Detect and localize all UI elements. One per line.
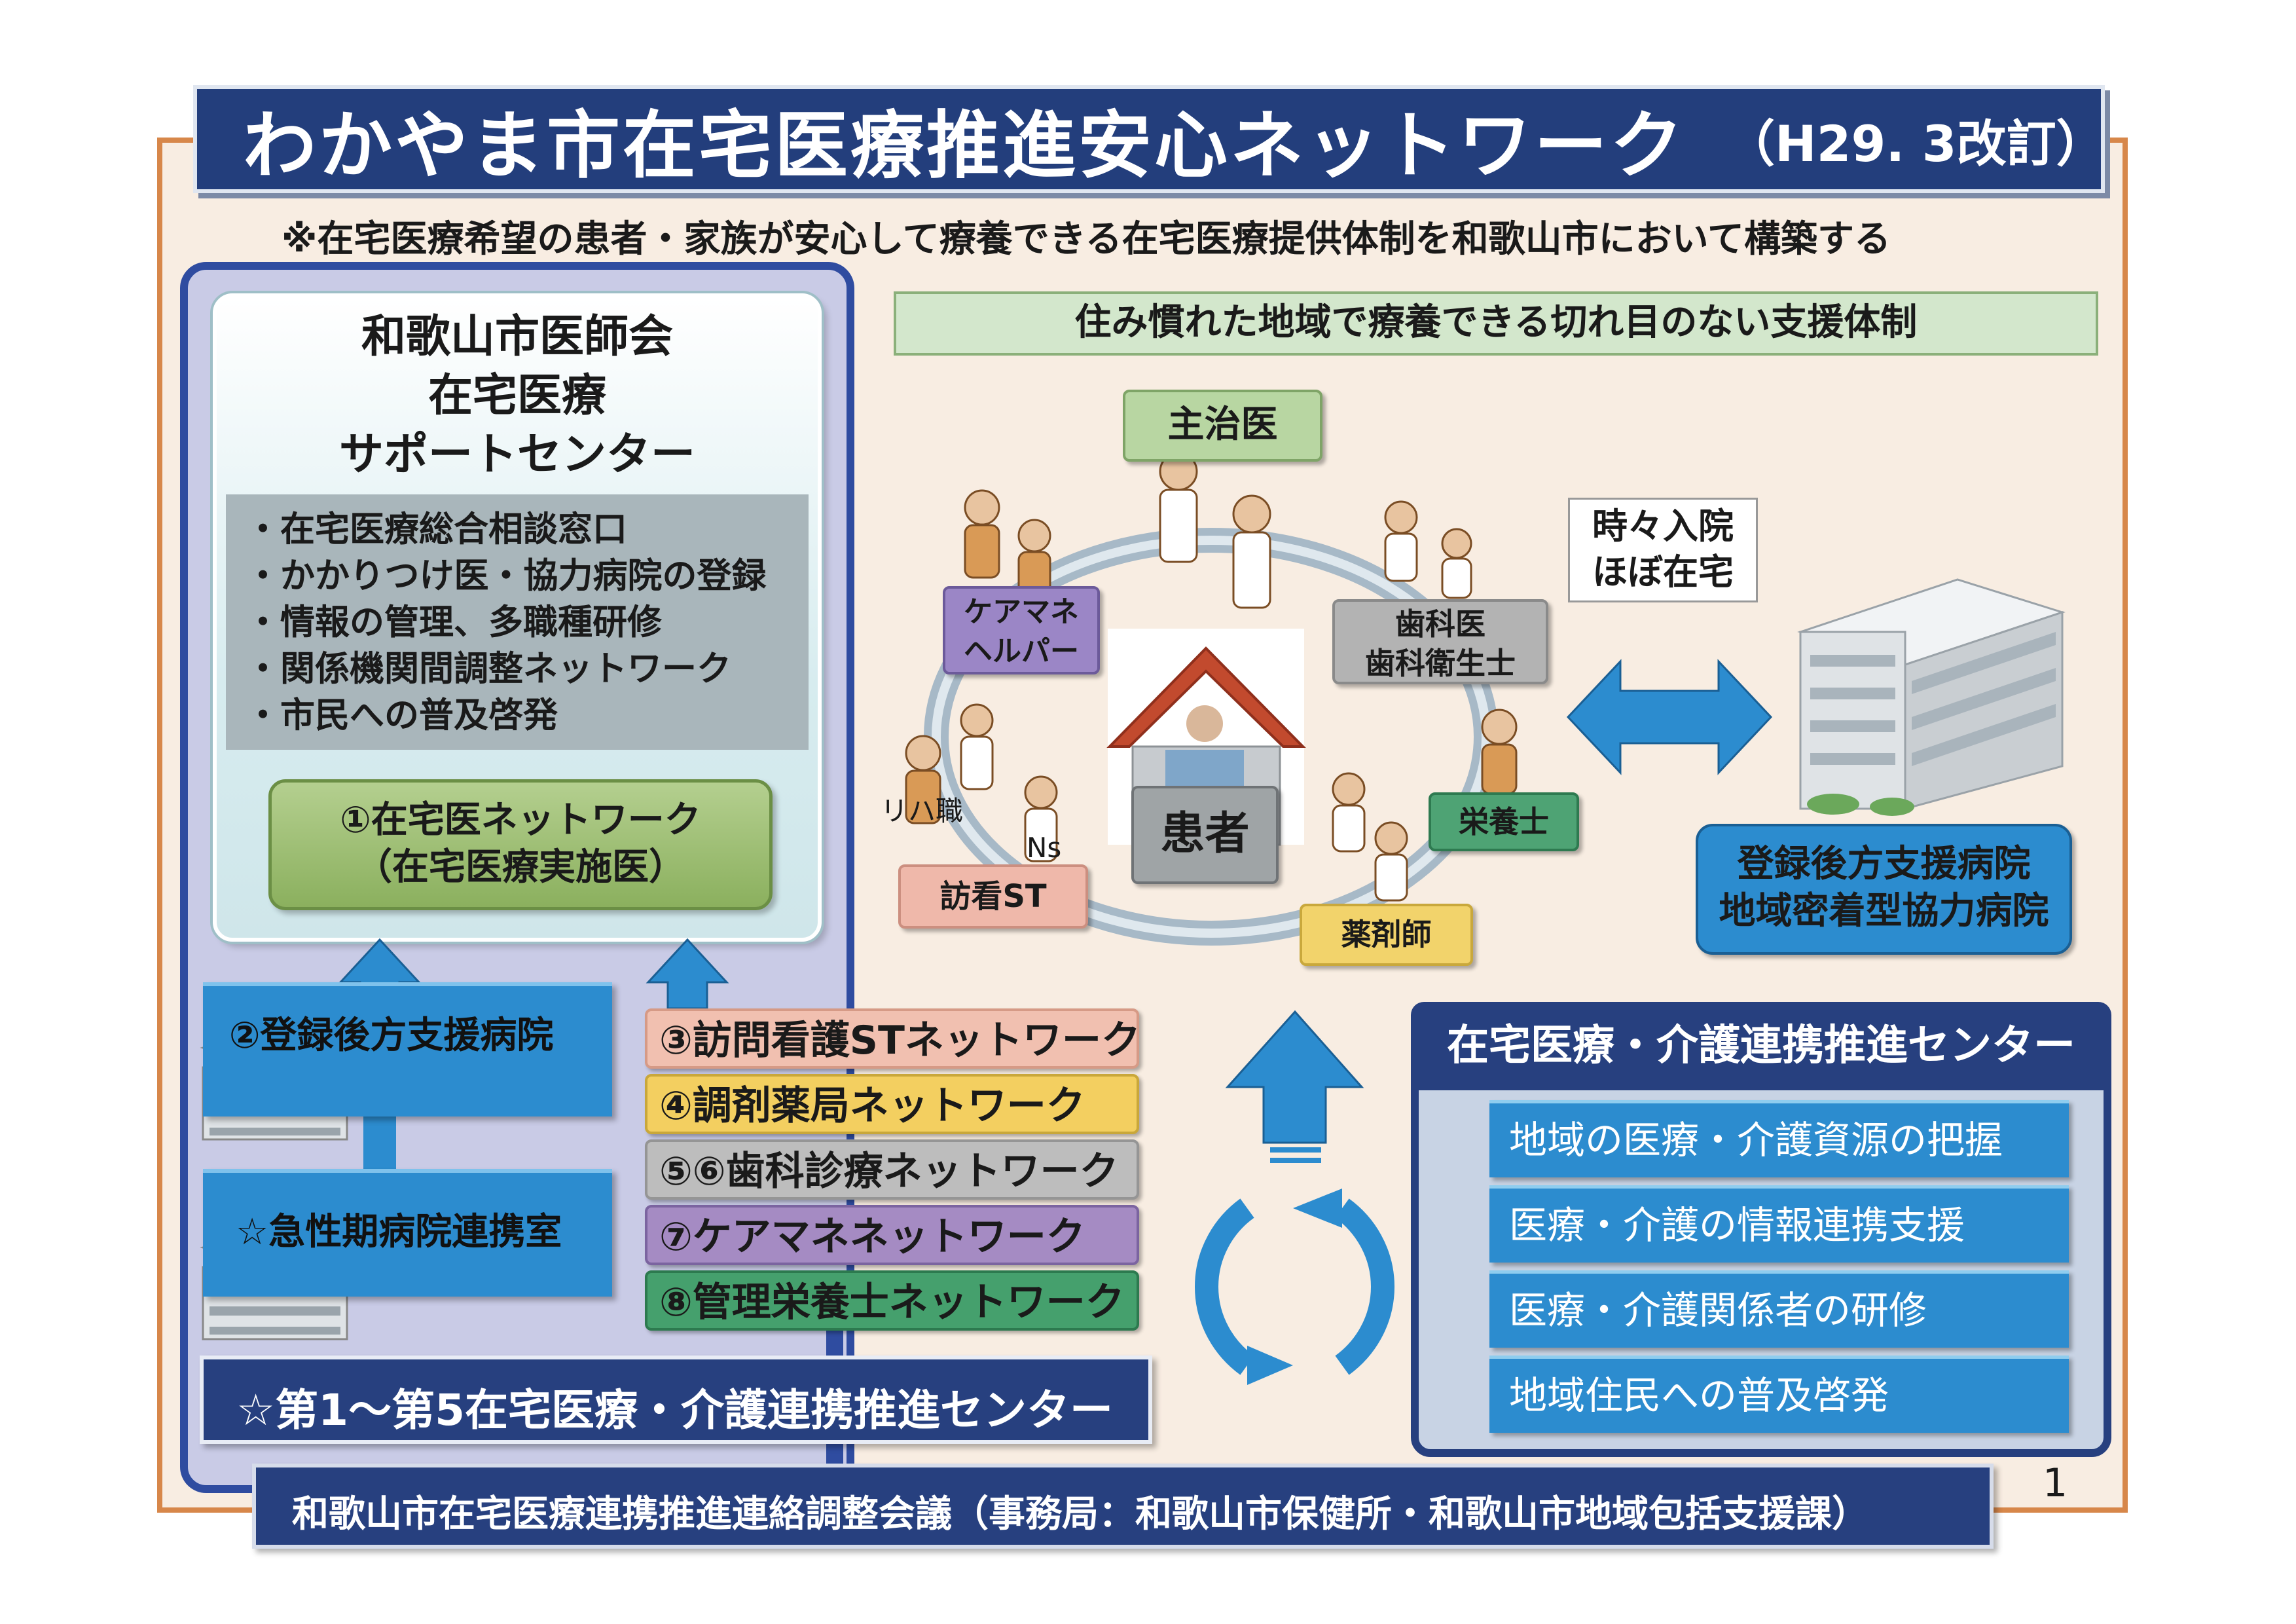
zaitaku-center-item: 地域住民への普及啓発 bbox=[1489, 1356, 2069, 1433]
revision-note: （H29. 3改訂） bbox=[1725, 114, 2106, 173]
network-care-manager: ⑦ケアマネネットワーク bbox=[645, 1205, 1139, 1265]
support-center-title: 和歌山市医師会 在宅医療 サポートセンター bbox=[213, 308, 822, 485]
zaitaku-center-item: 地域の医療・介護資源の把握 bbox=[1489, 1100, 2069, 1177]
rehab-label: リハ職 bbox=[881, 795, 964, 827]
acute-hospital-office: ☆急性期病院連携室 bbox=[203, 1169, 612, 1297]
zaitaku-center-item: 医療・介護関係者の研修 bbox=[1489, 1270, 2069, 1348]
visiting-nurse-label: 訪看ST bbox=[898, 864, 1088, 929]
care-manager-line: ケアマネ bbox=[964, 595, 1079, 629]
home-doctor-network-label: ①在宅医ネットワーク bbox=[340, 799, 701, 841]
large-hospital-icon bbox=[1797, 578, 2066, 816]
function-item: ・在宅医療総合相談窓口 bbox=[246, 509, 627, 549]
double-arrow-icon bbox=[1566, 659, 1773, 775]
support-center-title-line: 在宅医療 bbox=[428, 370, 606, 422]
centers-1-to-5: ☆第1～第5在宅医療・介護連携推進センター bbox=[200, 1356, 1152, 1444]
zaitaku-center-item: 医療・介護の情報連携支援 bbox=[1489, 1185, 2069, 1263]
community-hospital-line: 地域密着型協力病院 bbox=[1719, 890, 2049, 932]
pharmacist-label: 薬剤師 bbox=[1300, 904, 1473, 966]
nurse-label: Ns bbox=[1027, 832, 1062, 864]
support-hospital-line: 登録後方支援病院 bbox=[1737, 843, 2031, 885]
function-item: ・関係機関間調整ネットワーク bbox=[246, 649, 731, 689]
up-arrow-icon bbox=[646, 938, 729, 1010]
admission-note: 時々入院 ほぼ在宅 bbox=[1568, 498, 1758, 602]
registered-backup-hospital: ②登録後方支援病院 bbox=[203, 982, 612, 1116]
network-pharmacy: ④調剤薬局ネットワーク bbox=[645, 1074, 1139, 1134]
function-item: ・情報の管理、多職種研修 bbox=[246, 602, 662, 642]
function-item: ・市民への普及啓発 bbox=[246, 695, 558, 735]
network-visiting-nurse: ③訪問看護STネットワーク bbox=[645, 1008, 1140, 1069]
patient-label: 患者 bbox=[1131, 786, 1279, 884]
up-arrow-icon bbox=[1225, 1010, 1364, 1144]
home-line: ほぼ在宅 bbox=[1592, 551, 1734, 593]
page-title: わかやま市在宅医療推進安心ネットワーク bbox=[243, 103, 1686, 189]
coordination-council-bar: 和歌山市在宅医療連携推進連絡調整会議（事務局：和歌山市保健所・和歌山市地域包括支… bbox=[252, 1464, 1994, 1549]
nutritionist-label: 栄養士 bbox=[1429, 792, 1579, 851]
page-number: 1 bbox=[2043, 1460, 2068, 1506]
support-hospital-label: 登録後方支援病院 地域密着型協力病院 bbox=[1696, 824, 2072, 955]
network-dental: ⑤⑥歯科診療ネットワーク bbox=[645, 1139, 1139, 1200]
home-doctor-network-sub: （在宅医療実施医） bbox=[355, 846, 685, 889]
dental-hygienist-line: 歯科衛生士 bbox=[1365, 646, 1516, 681]
support-center-title-line: サポートセンター bbox=[338, 429, 695, 481]
support-center-functions: ・在宅医療総合相談窓口 ・かかりつけ医・協力病院の登録 ・情報の管理、多職種研修… bbox=[226, 494, 809, 750]
attending-doctor-label: 主治医 bbox=[1123, 390, 1322, 462]
helper-line: ヘルパー bbox=[964, 635, 1079, 668]
support-system-header: 住み慣れた地域で療養できる切れ目のない支援体制 bbox=[894, 291, 2098, 356]
home-doctor-network: ①在宅医ネットワーク （在宅医療実施医） bbox=[268, 779, 773, 910]
dentist-label: 歯科医 歯科衛生士 bbox=[1332, 599, 1548, 684]
zaitaku-center-title: 在宅医療・介護連携推進センター bbox=[1411, 1002, 2111, 1090]
care-manager-label: ケアマネ ヘルパー bbox=[943, 586, 1100, 674]
dentist-line: 歯科医 bbox=[1395, 606, 1485, 642]
support-center-title-line: 和歌山市医師会 bbox=[361, 311, 673, 363]
page-subtitle: ※在宅医療希望の患者・家族が安心して療養できる在宅医療提供体制を和歌山市において… bbox=[282, 218, 1891, 261]
cycle-arrows-icon bbox=[1195, 1198, 1394, 1375]
admission-line: 時々入院 bbox=[1592, 506, 1734, 547]
title-bar: わかやま市在宅医療推進安心ネットワーク （H29. 3改訂） bbox=[193, 85, 2106, 193]
function-item: ・かかりつけ医・協力病院の登録 bbox=[246, 556, 767, 596]
network-nutritionist: ⑧管理栄養士ネットワーク bbox=[645, 1270, 1139, 1331]
